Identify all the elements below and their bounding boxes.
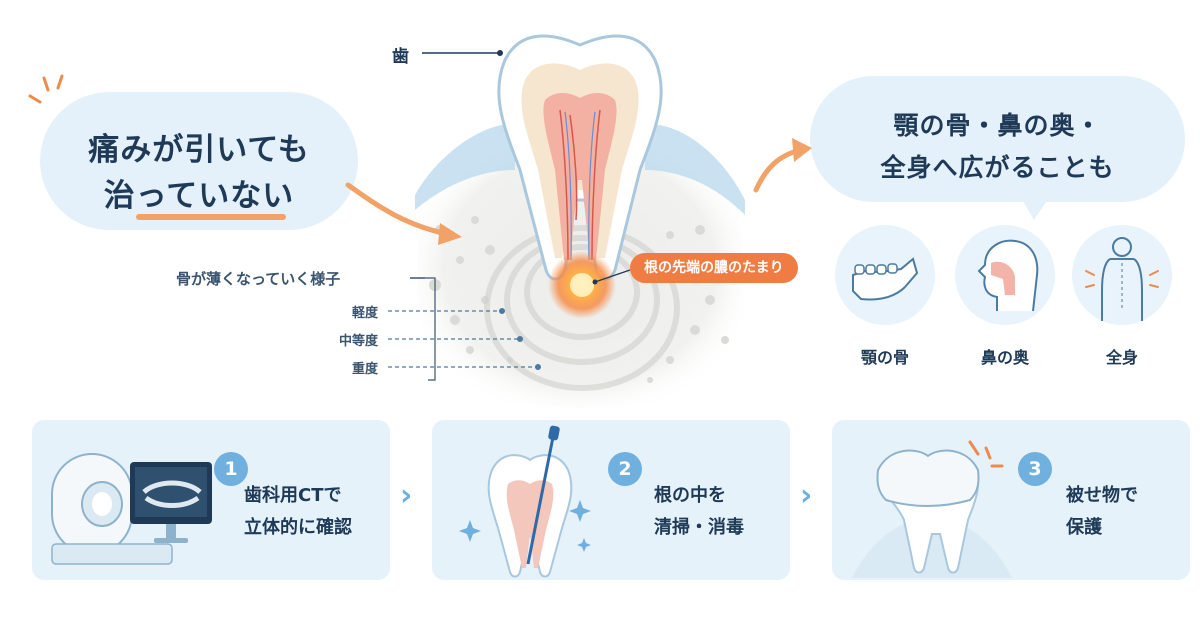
region-nose-label: 鼻の奥 (980, 348, 1029, 367)
step-card-3: 3 被せ物で 保護 (832, 420, 1190, 580)
body-icon (1085, 237, 1159, 321)
region-jaw-circle (835, 225, 935, 325)
step-text-2a: 根の中を (654, 485, 726, 506)
chevron-right-icon: › (800, 478, 813, 513)
region-nose-circle (955, 225, 1055, 325)
step-number-2: 2 (608, 452, 642, 486)
attention-icon (28, 74, 64, 104)
region-body-circle (1072, 225, 1172, 325)
bone-thinning-label: 骨が薄くなっていく様子 (176, 270, 341, 288)
step-card-2: 2 根の中を 清掃・消毒 (432, 420, 790, 580)
chevron-right-icon: › (400, 478, 413, 513)
headline-line2: 治っていない (103, 178, 295, 214)
tooth-label: 歯 (392, 47, 409, 67)
crown-icon (852, 440, 1012, 578)
spread-bubble: 顎の骨・鼻の奥・ 全身へ広がることも (810, 76, 1185, 202)
step-text-1b: 立体的に確認 (244, 517, 352, 538)
bubble-tail (1020, 196, 1050, 220)
spread-line2: 全身へ広がることも (880, 153, 1115, 182)
step-text-3b: 保護 (1066, 517, 1102, 538)
tooth-illustration (415, 34, 745, 408)
jaw-icon (852, 257, 919, 301)
arrow-to-spread-icon (753, 138, 812, 193)
step-number-1: 1 (214, 452, 248, 486)
region-jaw-label: 顎の骨 (860, 348, 909, 367)
region-body-label: 全身 (1105, 348, 1138, 367)
headline-bubble: 痛みが引いても 治っていない (40, 92, 358, 230)
ct-scanner-icon (51, 453, 212, 565)
arrow-to-tooth-icon (345, 182, 462, 245)
severity-moderate: 中等度 (338, 334, 378, 349)
step-text-3a: 被せ物で (1066, 485, 1138, 506)
root-canal-icon (459, 425, 591, 578)
nose-icon (977, 239, 1039, 312)
headline-line1: 痛みが引いても (88, 132, 310, 168)
severity-severe: 重度 (351, 362, 378, 377)
gum (415, 124, 515, 210)
abscess-label: 根の先端の膿のたまり (630, 253, 798, 283)
spread-line1: 顎の骨・鼻の奥・ (893, 111, 1102, 140)
headline-underline (136, 214, 286, 220)
step-text-1a: 歯科用CTで (244, 485, 342, 506)
severity-leaders (388, 277, 541, 381)
step-number-3: 3 (1018, 452, 1052, 486)
severity-mild: 軽度 (351, 306, 378, 321)
step-card-1: 1 歯科用CTで 立体的に確認 (32, 420, 390, 580)
step-text-2b: 清掃・消毒 (654, 517, 744, 538)
